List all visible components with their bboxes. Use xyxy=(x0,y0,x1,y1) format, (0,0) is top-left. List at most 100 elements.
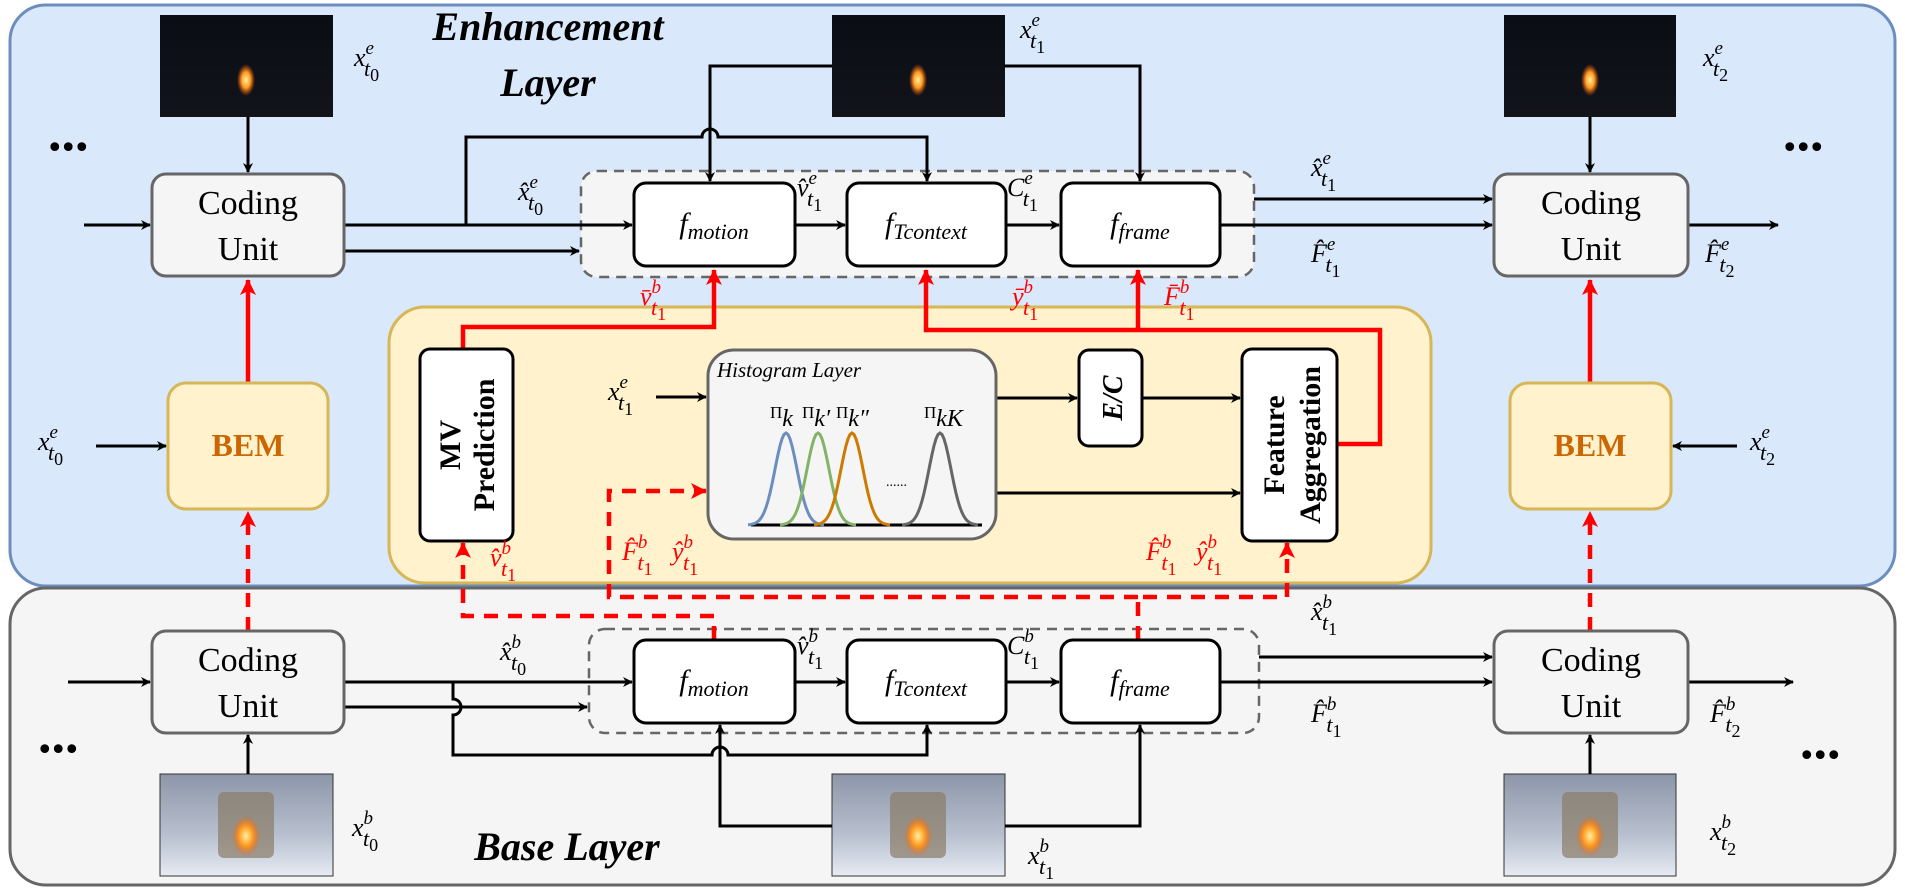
f-subscript: frame xyxy=(1119,219,1171,244)
histogram-bin-label: ΠkK xyxy=(924,403,965,432)
svg-text:fmotion: fmotion xyxy=(679,207,748,244)
mv-prediction-label: MV xyxy=(434,420,467,470)
ec-label: E/C xyxy=(1098,375,1129,421)
enhancement-layer-title-2: Layer xyxy=(499,60,596,105)
svg-text:fframe: fframe xyxy=(1110,664,1170,701)
f-motion-base[interactable]: fmotion xyxy=(632,638,797,725)
f-tcontext-base[interactable]: fTcontext xyxy=(845,638,1008,725)
coding-unit-label-2: Unit xyxy=(218,688,279,725)
histogram-bin-label: Πk xyxy=(770,403,793,432)
histogram-bin-curve xyxy=(747,431,825,527)
f-subscript: Tcontext xyxy=(893,219,968,244)
histogram-layer-title: Histogram Layer xyxy=(716,358,862,382)
base-black-edges xyxy=(68,652,1794,828)
frame-image-enh-t0 xyxy=(160,15,333,117)
bem-label: BEM xyxy=(212,427,285,463)
ec-block[interactable]: E/C xyxy=(1077,348,1144,448)
ellipsis-bottom-left: ... xyxy=(38,704,79,764)
bem-label: BEM xyxy=(1554,427,1627,463)
ellipsis-top-right: ... xyxy=(1783,102,1824,162)
coding-unit-label: Coding xyxy=(1541,185,1641,222)
ellipsis-bottom-right: ... xyxy=(1800,710,1841,770)
histogram-curves: Πk Πk′Πk″ ΠkK xyxy=(747,403,979,527)
coding-unit-label-2: Unit xyxy=(218,231,279,268)
coding-unit-label-2: Unit xyxy=(1561,688,1622,725)
coding-unit-base-t0[interactable]: Coding Unit xyxy=(150,629,346,735)
f-tcontext-enh[interactable]: fTcontext xyxy=(845,181,1008,268)
histogram-layer-block[interactable]: Histogram Layer Πk Πk′Πk″ ΠkK ...... xyxy=(706,348,998,541)
base-layer-panel xyxy=(8,586,1897,887)
frame-image-base-t0 xyxy=(159,773,334,877)
feature-flow-edges xyxy=(240,269,1598,447)
svg-text:fTcontext: fTcontext xyxy=(885,664,968,701)
histogram-bin-label: Πk″ xyxy=(836,403,870,432)
coding-unit-enh-t0[interactable]: Coding Unit xyxy=(150,172,346,278)
f-subscript: motion xyxy=(688,219,749,244)
mv-prediction-label-2: Prediction xyxy=(468,378,501,511)
bem-block-right[interactable]: BEM xyxy=(1508,381,1673,511)
f-frame-base[interactable]: fframe xyxy=(1059,638,1222,725)
enhancement-layer-title: Enhancement xyxy=(431,4,665,49)
coding-unit-enh-t2[interactable]: Coding Unit xyxy=(1492,172,1690,278)
frame-image-base-t1 xyxy=(831,773,1006,877)
f-motion-enh[interactable]: fmotion xyxy=(632,181,797,268)
feature-aggregation-label: Feature xyxy=(1258,395,1291,494)
coding-unit-label-2: Unit xyxy=(1561,231,1622,268)
histogram-bin-curve xyxy=(813,431,891,527)
frame-image-enh-t1 xyxy=(832,15,1005,117)
f-subscript: Tcontext xyxy=(893,676,968,701)
f-frame-enh[interactable]: fframe xyxy=(1059,181,1222,268)
f-subscript: motion xyxy=(688,676,749,701)
enh-black-edges xyxy=(84,64,1779,498)
feature-aggregation-label-2: Aggregation xyxy=(1294,366,1327,524)
histogram-dots: ...... xyxy=(886,475,907,490)
mv-prediction-block[interactable]: MV Prediction xyxy=(418,347,515,543)
f-subscript: frame xyxy=(1119,676,1171,701)
feature-aggregation-block[interactable]: Feature Aggregation xyxy=(1240,347,1339,543)
histogram-bin-curve xyxy=(901,431,979,527)
base-feature-dashed-edges xyxy=(240,483,1598,640)
coding-unit-label: Coding xyxy=(198,185,298,222)
coding-unit-label: Coding xyxy=(1541,642,1641,679)
ellipsis-top-left: ... xyxy=(48,102,89,162)
base-layer-title: Base Layer xyxy=(473,824,660,869)
coding-unit-label: Coding xyxy=(198,642,298,679)
histogram-bin-label: Πk′ xyxy=(802,403,831,432)
bem-block-left[interactable]: BEM xyxy=(166,381,330,511)
coding-unit-base-t2[interactable]: Coding Unit xyxy=(1492,629,1690,735)
frame-image-base-t2 xyxy=(1503,773,1677,877)
histogram-bin-curve xyxy=(779,431,857,527)
frame-image-enh-t2 xyxy=(1504,15,1676,117)
